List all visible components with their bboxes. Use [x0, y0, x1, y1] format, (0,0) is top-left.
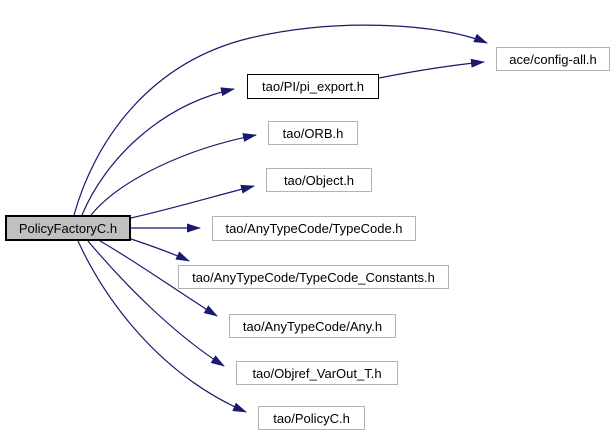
node-tao-object: tao/Object.h — [266, 168, 372, 192]
edge-policyfactoryc-to-tao-any — [99, 240, 218, 317]
node-tao-policyc: tao/PolicyC.h — [258, 406, 365, 430]
node-policyfactoryc: PolicyFactoryC.h — [5, 215, 131, 241]
node-tao-orb: tao/ORB.h — [268, 121, 358, 145]
node-tao-objref-varout: tao/Objref_VarOut_T.h — [236, 361, 398, 385]
edge-policyfactoryc-to-tao-policyc — [77, 240, 247, 413]
edge-policyfactoryc-to-tao-pi-pi-export — [81, 87, 235, 216]
node-tao-typecode: tao/AnyTypeCode/TypeCode.h — [212, 216, 416, 241]
node-ace-config-all: ace/config-all.h — [496, 47, 610, 71]
edge-policyfactoryc-to-tao-typecode-constants — [130, 238, 190, 262]
edge-policyfactoryc-to-tao-orb — [90, 133, 257, 216]
edge-policyfactoryc-to-tao-object — [130, 184, 255, 219]
edge-tao-pi-pi-export-to-ace-config-all — [378, 58, 485, 79]
node-tao-pi-pi-export[interactable]: tao/PI/pi_export.h — [247, 74, 379, 99]
node-tao-typecode-constants: tao/AnyTypeCode/TypeCode_Constants.h — [178, 265, 449, 289]
edge-policyfactoryc-to-ace-config-all — [73, 24, 488, 216]
edge-policyfactoryc-to-tao-objref-varout — [87, 240, 225, 367]
node-tao-any: tao/AnyTypeCode/Any.h — [229, 314, 396, 338]
